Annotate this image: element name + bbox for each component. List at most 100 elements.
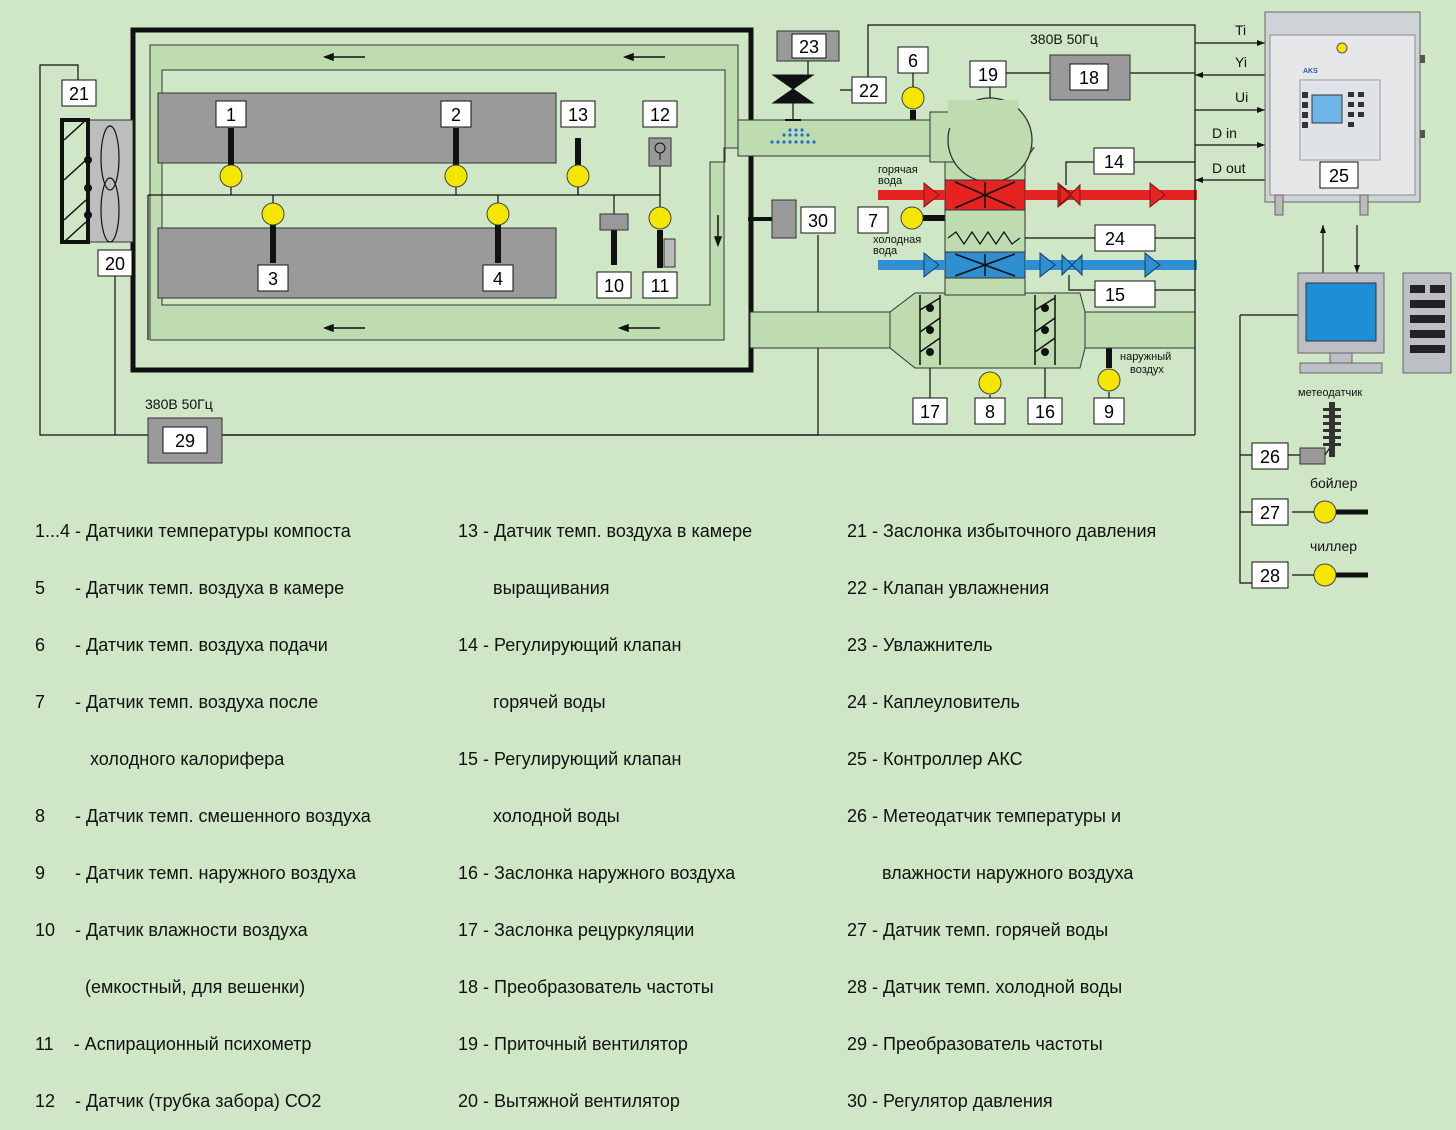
label-box-10: 10: [596, 271, 632, 299]
label-15: 15: [1105, 285, 1125, 305]
label-27: 27: [1260, 503, 1280, 523]
chiller-label: чиллер: [1310, 538, 1357, 554]
label-19: 19: [978, 65, 998, 85]
sensor-2-icon: [444, 164, 468, 188]
label-25: 25: [1329, 166, 1349, 186]
label-30: 30: [808, 211, 828, 231]
legend-item: 24 - Каплеуловитель: [847, 692, 1020, 712]
legend-item: 9 - Датчик темп. наружного воздуха: [35, 863, 357, 883]
label-box-26: 26: [1251, 442, 1289, 470]
label-box-7: 7: [857, 206, 889, 234]
label-21: 21: [69, 84, 89, 104]
legend-item: 11 - Аспирационный психометр: [35, 1034, 312, 1054]
label-26: 26: [1260, 447, 1280, 467]
label-box-2: 2: [440, 100, 472, 128]
label-3: 3: [268, 269, 278, 289]
label-box-21: 21: [61, 79, 97, 107]
signal-ui: Ui: [1235, 89, 1248, 105]
meteo-label: метеодатчик: [1298, 387, 1362, 399]
power-label-bottom: 380В 50Гц: [145, 396, 213, 412]
sensor-7-icon: [900, 206, 924, 230]
legend-col-2: 13 - Датчик темп. воздуха в камере выращ…: [458, 484, 752, 1130]
supply-duct: [737, 119, 941, 157]
label-box-19: 19: [969, 60, 1007, 88]
droplet-eliminator-24-icon: [947, 230, 1021, 246]
label-11: 11: [651, 276, 670, 296]
legend-item: холодного калорифера: [35, 749, 285, 769]
sensor-13-icon: [566, 164, 590, 188]
legend-item: 20 - Вытяжной вентилятор: [458, 1091, 680, 1111]
label-box-23: 23: [791, 33, 827, 59]
outside-air-label-1: наружный: [1120, 351, 1171, 363]
spray-dots: [770, 128, 816, 144]
label-box-22: 22: [851, 76, 887, 104]
label-box-20: 20: [97, 249, 133, 277]
label-10: 10: [604, 276, 624, 296]
ventilation-diagram: 1 2 13 12 3 4 10 11 21 20 29 23 22 6 19 …: [35, 11, 1452, 1111]
label-28: 28: [1260, 566, 1280, 586]
label-7: 7: [868, 211, 878, 231]
sensor-4-icon: [486, 202, 510, 226]
label-22: 22: [859, 81, 879, 101]
signal-din: D in: [1212, 125, 1237, 141]
label-box-24: 24: [1094, 224, 1156, 252]
legend-item: 12 - Датчик (трубка забора) СО2: [35, 1091, 322, 1111]
legend-item: 21 - Заслонка избыточного давления: [847, 521, 1157, 541]
legend-item: 13 - Датчик темп. воздуха в камере: [458, 521, 753, 541]
legend-item: 8 - Датчик темп. смешенного воздуха: [35, 806, 371, 826]
hot-water-label-1: горячая: [878, 164, 918, 176]
legend-item: 30 - Регулятор давления: [847, 1091, 1053, 1111]
sensor-9-icon: [1097, 368, 1121, 392]
meteo-sensor-box-icon: [1299, 447, 1326, 465]
legend-item: 16 - Заслонка наружного воздуха: [458, 863, 736, 883]
pressure-regulator-30-icon: [771, 199, 797, 239]
label-8: 8: [985, 402, 995, 422]
label-box-16: 16: [1027, 397, 1063, 425]
cold-water-label-1: холодная: [873, 234, 921, 246]
power-label-top: 380В 50Гц: [1030, 31, 1098, 47]
label-12: 12: [650, 105, 670, 125]
label-6: 6: [908, 51, 918, 71]
label-box-9: 9: [1093, 397, 1125, 425]
hot-water-label-2: вода: [878, 175, 903, 187]
legend-item: 28 - Датчик темп. холодной воды: [847, 977, 1123, 997]
legend-item: 29 - Преобразователь частоты: [847, 1034, 1103, 1054]
hot-water-pipe-out: [1025, 190, 1197, 200]
label-box-6: 6: [897, 46, 929, 74]
legend-item: 17 - Заслонка рецуркуляции: [458, 920, 695, 940]
label-box-27: 27: [1251, 498, 1289, 526]
label-1: 1: [226, 105, 236, 125]
cold-water-label-2: вода: [873, 245, 898, 257]
sensor-circles: [219, 86, 1337, 587]
label-24: 24: [1105, 229, 1125, 249]
label-9: 9: [1104, 402, 1114, 422]
return-duct: [749, 311, 891, 349]
label-23: 23: [799, 37, 819, 57]
label-box-17: 17: [912, 397, 948, 425]
sensor-1-icon: [219, 164, 243, 188]
boiler-label: бойлер: [1310, 475, 1358, 491]
label-box-15: 15: [1094, 280, 1156, 308]
label-14: 14: [1104, 152, 1124, 172]
legend-item: 15 - Регулирующий клапан: [458, 749, 682, 769]
overpressure-damper-21-icon: [60, 118, 90, 244]
label-box-28: 28: [1251, 561, 1289, 589]
label-29: 29: [175, 431, 195, 451]
sensor-28-icon: [1313, 563, 1337, 587]
legend-item: 10 - Датчик влажности воздуха: [35, 920, 308, 940]
legend-item: влажности наружного воздуха: [847, 863, 1134, 883]
legend-item: выращивания: [458, 578, 610, 598]
label-box-3: 3: [257, 264, 289, 292]
label-16: 16: [1035, 402, 1055, 422]
legend-item: горячей воды: [458, 692, 606, 712]
label-box-13: 13: [560, 100, 596, 128]
exhaust-fan-20-icon: [87, 119, 134, 243]
legend-item: холодной воды: [458, 806, 620, 826]
meteo-sensor-icon: [1323, 402, 1341, 457]
outside-air-label-2: воздух: [1130, 364, 1164, 376]
co2-tube-12-icon: [648, 137, 672, 167]
legend-item: 26 - Метеодатчик температуры и: [847, 806, 1122, 826]
label-box-29: 29: [162, 426, 208, 454]
label-box-4: 4: [482, 264, 514, 292]
legend-col-3: 21 - Заслонка избыточного давления 22 - …: [847, 484, 1156, 1130]
